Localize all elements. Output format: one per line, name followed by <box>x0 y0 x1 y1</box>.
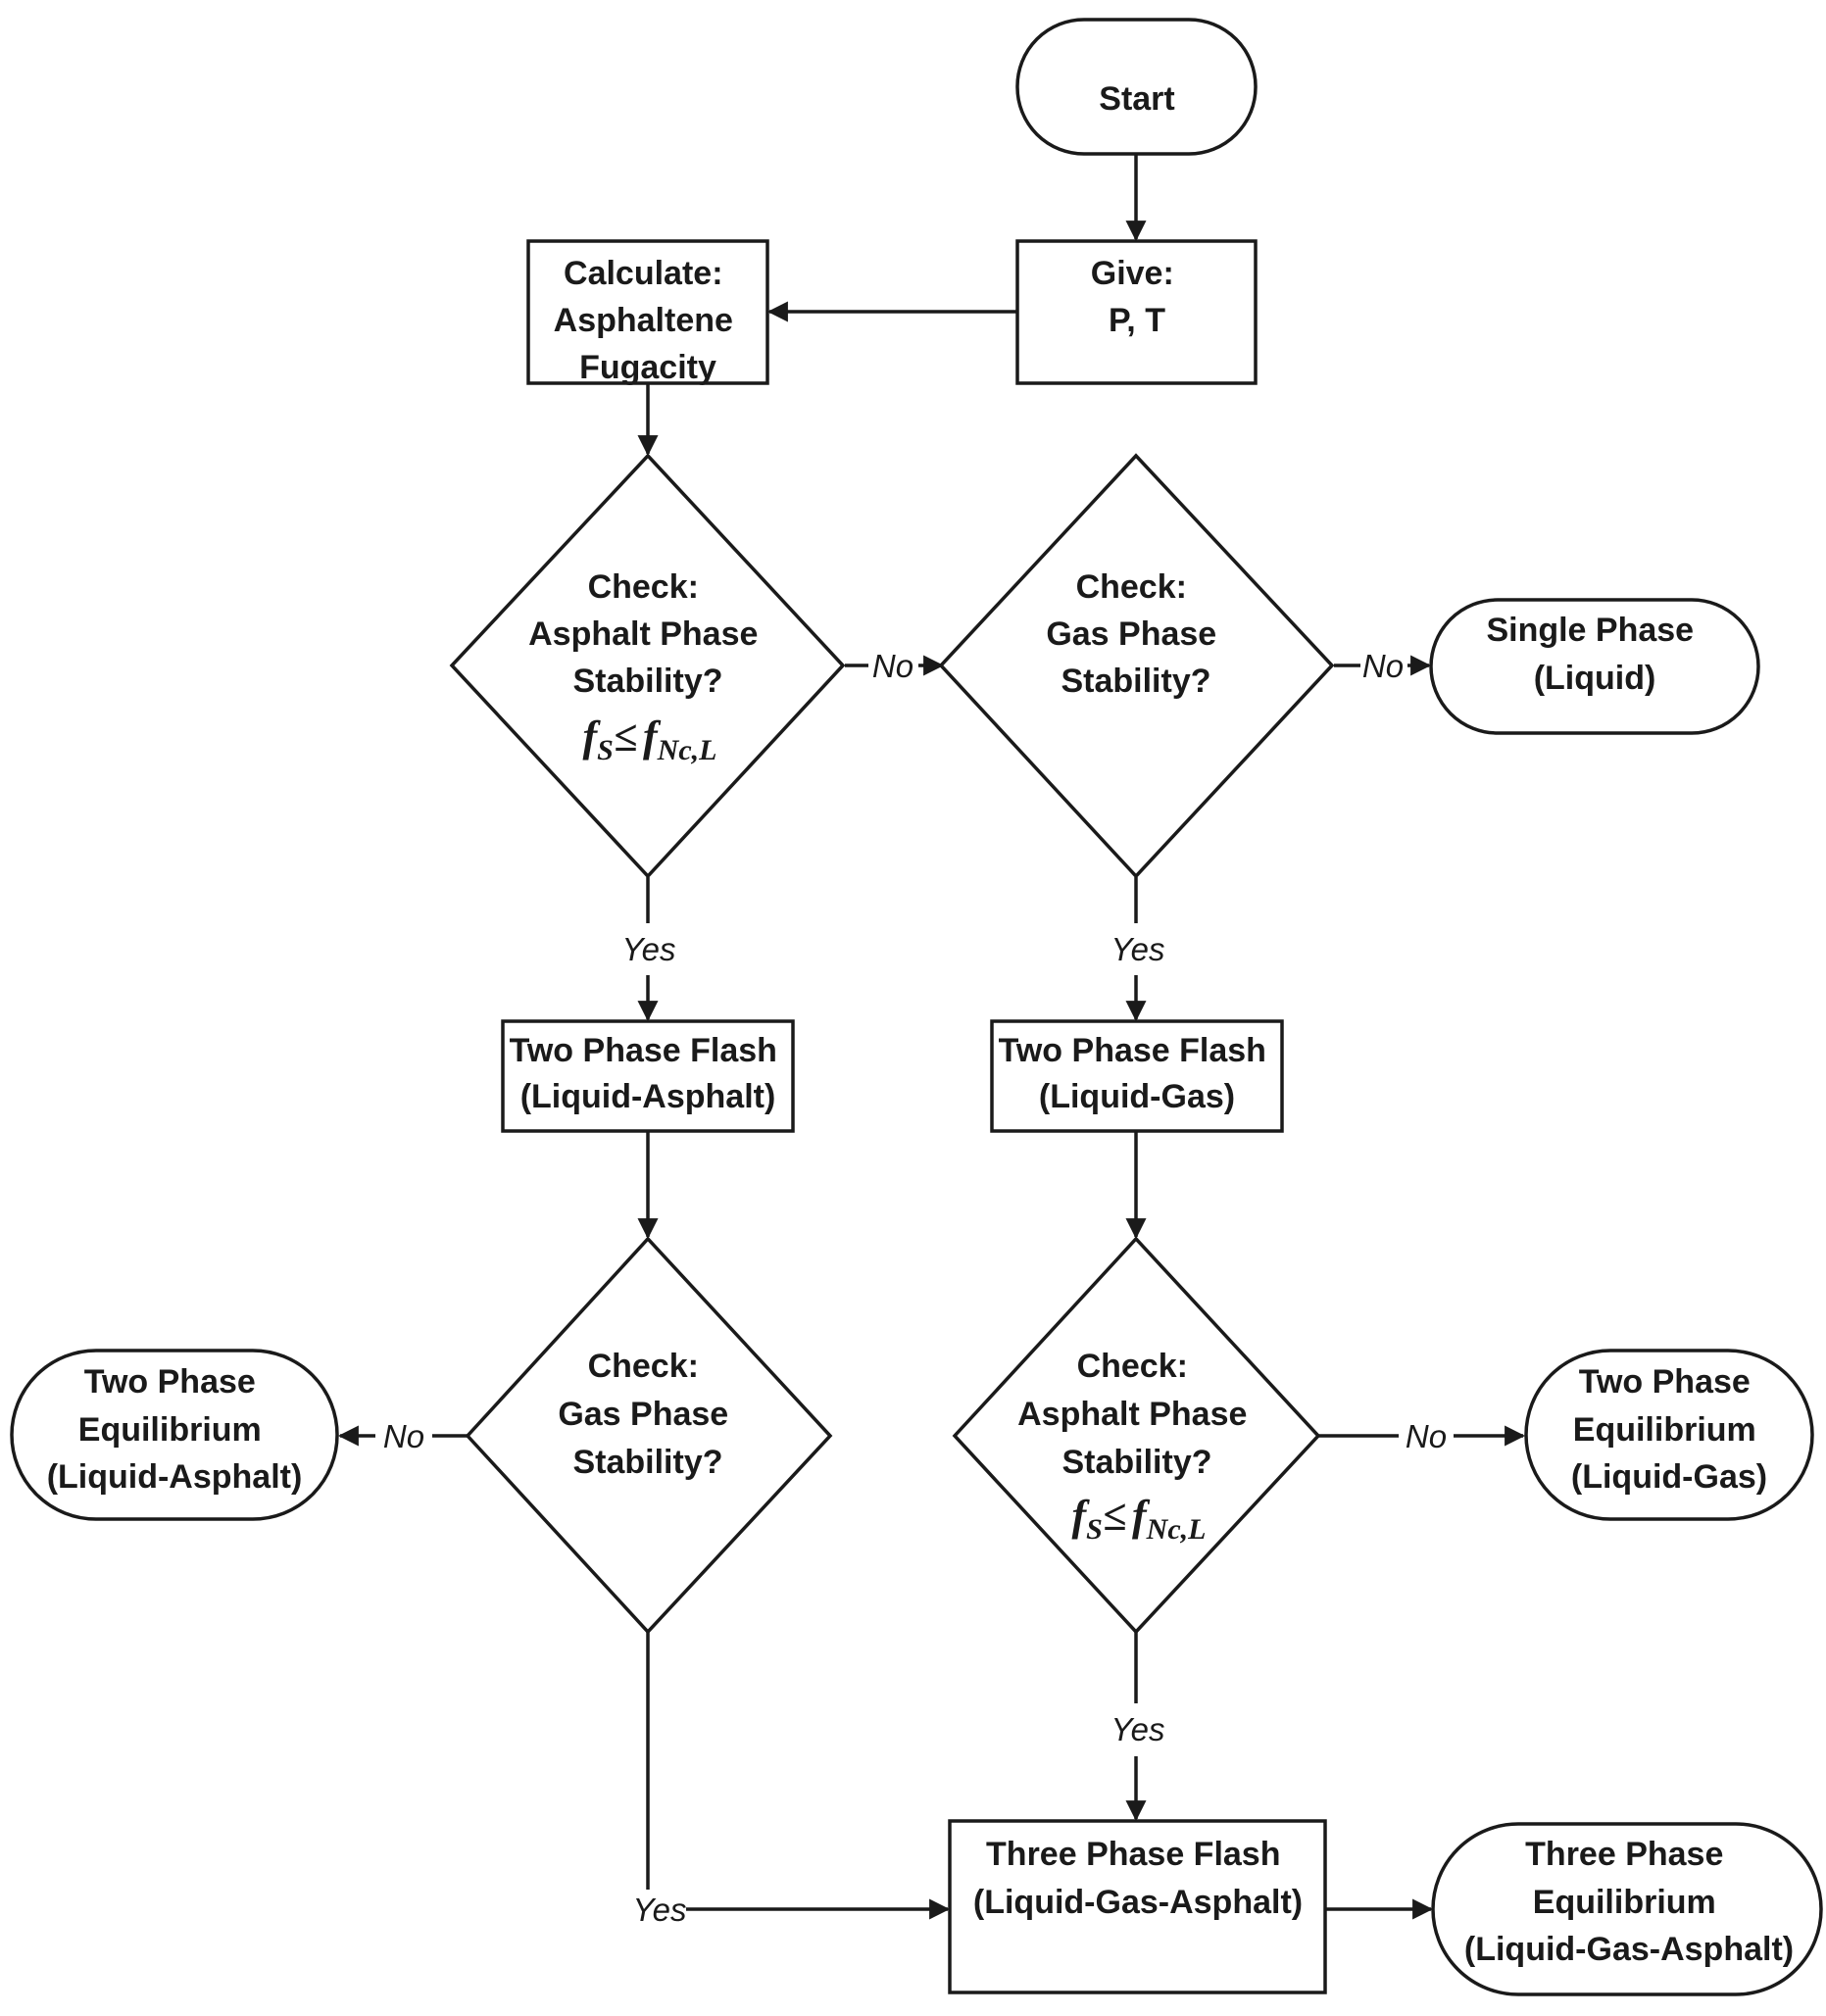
eq-lg-label: Two Phase Equilibrium (Liquid-Gas) <box>1571 1363 1767 1496</box>
eq-lga-terminal <box>1431 1822 1823 1996</box>
node-flash-lg: Two Phase Flash (Liquid-Gas) <box>990 1019 1284 1133</box>
node-flash-la: Two Phase Flash (Liquid-Asphalt) <box>501 1019 795 1133</box>
flash-la-box <box>501 1019 795 1133</box>
node-check-gas-1: Check: Gas Phase Stability? <box>938 453 1335 879</box>
flash-lga-box <box>948 1819 1327 1994</box>
eq-lga-label: Three Phase Equilibrium (Liquid-Gas-Asph… <box>1464 1836 1794 1968</box>
flash-lg-box <box>990 1019 1284 1133</box>
eq-la-label: Two Phase Equilibrium (Liquid-Asphalt) <box>47 1363 303 1496</box>
edge-label-gas-1-no: No <box>1362 648 1404 684</box>
node-check-asphalt-2: Check: Asphalt Phase Stability? fS≤fNc,L <box>952 1236 1321 1635</box>
eq-la-terminal <box>10 1349 339 1521</box>
node-eq-lg: Two Phase Equilibrium (Liquid-Gas) <box>1524 1349 1814 1521</box>
node-calculate: Calculate: Asphaltene Fugacity <box>526 239 769 386</box>
edge-label-gas-2-yes: Yes <box>632 1892 686 1928</box>
single-phase-label: Single Phase (Liquid) <box>1486 612 1703 697</box>
check-gas-2-decision <box>465 1236 833 1635</box>
check-asphalt-1-label: Check: Asphalt Phase Stability? <box>528 568 767 700</box>
check-asphalt-2-formula: fS≤fNc,L <box>1072 1492 1207 1546</box>
check-gas-1-label: Check: Gas Phase Stability? <box>1046 568 1225 700</box>
edge-label-asphalt-1-yes: Yes <box>621 931 675 967</box>
edge-label-asphalt-2-yes: Yes <box>1110 1711 1164 1747</box>
edge-label-asphalt-2-no: No <box>1406 1418 1447 1454</box>
give-label: Give: P, T <box>1091 255 1184 339</box>
node-single-phase: Single Phase (Liquid) <box>1429 598 1760 735</box>
flash-lga-label: Three Phase Flash (Liquid-Gas-Asphalt) <box>973 1836 1303 1921</box>
node-check-asphalt-1: Check: Asphalt Phase Stability? fS≤fNc,L <box>449 453 846 879</box>
check-asphalt-2-label: Check: Asphalt Phase Stability? <box>1017 1348 1257 1481</box>
node-eq-la: Two Phase Equilibrium (Liquid-Asphalt) <box>10 1349 339 1521</box>
start-label: Start <box>1099 80 1174 118</box>
edges <box>337 155 1526 1920</box>
check-asphalt-2-decision <box>952 1236 1321 1635</box>
flash-lg-label: Two Phase Flash (Liquid-Gas) <box>999 1032 1276 1115</box>
check-gas-2-label: Check: Gas Phase Stability? <box>558 1348 737 1481</box>
check-gas-1-decision <box>938 453 1335 879</box>
check-asphalt-1-decision <box>449 453 846 879</box>
node-give: Give: P, T <box>1015 239 1258 385</box>
flash-la-label: Two Phase Flash (Liquid-Asphalt) <box>510 1032 787 1115</box>
start-terminal <box>1015 18 1258 156</box>
check-asphalt-1-formula: fS≤fNc,L <box>583 713 717 766</box>
calculate-label: Calculate: Asphaltene Fugacity <box>554 255 743 386</box>
edge-labels: No No Yes Yes No No Yes Yes <box>383 648 1447 1928</box>
single-phase-terminal <box>1429 598 1760 735</box>
edge-label-gas-2-no: No <box>383 1418 424 1454</box>
calculate-box <box>526 239 769 385</box>
node-check-gas-2: Check: Gas Phase Stability? <box>465 1236 833 1635</box>
edge-label-gas-1-yes: Yes <box>1110 931 1164 967</box>
eq-lg-terminal <box>1524 1349 1814 1521</box>
edge-label-asphalt-1-no: No <box>872 648 913 684</box>
node-eq-lga: Three Phase Equilibrium (Liquid-Gas-Asph… <box>1431 1822 1823 1996</box>
node-flash-lga: Three Phase Flash (Liquid-Gas-Asphalt) <box>948 1819 1327 1994</box>
give-box <box>1015 239 1258 385</box>
node-start: Start <box>1015 18 1258 156</box>
